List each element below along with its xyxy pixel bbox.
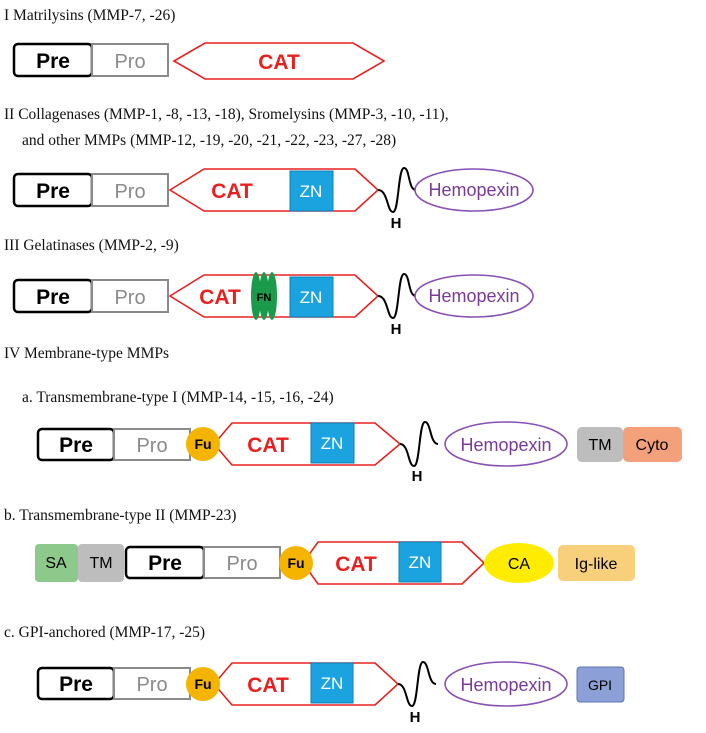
hinge-label: H [391, 321, 402, 338]
pro-domain [91, 43, 169, 77]
zn-label: ZN [300, 288, 323, 307]
pro-domain [203, 546, 281, 579]
zn-label: ZN [321, 434, 344, 453]
hemopexin-label: Hemopexin [460, 435, 551, 455]
pre-label: Pre [59, 434, 93, 457]
hemopexin-domain [414, 168, 534, 212]
pro-label: Pro [114, 181, 145, 203]
zn-domain [310, 422, 355, 464]
heading-gelatinases: III Gelatinases (MMP-2, -9) [4, 237, 179, 254]
pre-label: Pre [148, 552, 182, 575]
ca-domain [484, 543, 554, 583]
pro-label: Pro [114, 51, 145, 73]
cat-label: CAT [335, 553, 377, 576]
zn-label: ZN [409, 553, 432, 572]
tm-domain [577, 427, 623, 462]
fn-domain: FN [251, 272, 277, 320]
fn-repeat [259, 272, 269, 320]
fn-label: FN [257, 292, 272, 304]
ca-label: CA [508, 556, 531, 573]
structure-collagenases: Pre Pro CAT ZN H Hemopexin [12, 166, 534, 232]
pro-label: Pro [226, 553, 257, 575]
heading-transmembrane-2: b. Transmembrane-type II (MMP-23) [4, 507, 236, 524]
pre-label: Pre [36, 50, 70, 73]
tm-label: TM [588, 437, 611, 454]
hinge-region [397, 660, 437, 708]
pro-domain [113, 667, 191, 700]
hemopexin-label: Hemopexin [460, 675, 551, 695]
hinge-region [399, 420, 439, 468]
structure-transmembrane-2: SA TM Pre Pro CAT Fu ZN CA Ig-like [35, 541, 635, 585]
structure-transmembrane-1: Pre Pro CAT Fu ZN H Hemopexin TM Cyto [36, 420, 682, 485]
structure-matrilysins: Pre Pro CAT [12, 42, 386, 80]
tm-label: TM [89, 555, 112, 572]
pro-domain [91, 279, 169, 313]
heading-gpi-anchored: c. GPI-anchored (MMP-17, -25) [4, 624, 205, 641]
cat-domain [172, 42, 386, 80]
cat-label: CAT [247, 434, 289, 457]
pro-domain [91, 173, 169, 207]
zn-domain [289, 170, 334, 212]
cat-label: CAT [258, 51, 300, 74]
pro-label: Pro [136, 674, 167, 696]
furin-domain [186, 667, 220, 701]
hemopexin-domain [414, 274, 534, 318]
hinge-label: H [391, 215, 402, 232]
furin-label: Fu [194, 436, 211, 452]
furin-domain [279, 546, 313, 580]
cat-domain [212, 662, 400, 706]
fn-repeat [251, 272, 261, 320]
structure-gpi-anchored: Pre Pro CAT Fu ZN H Hemopexin GPI [36, 660, 625, 726]
pro-label: Pro [136, 435, 167, 457]
structure-gelatinases: Pre Pro CAT FN ZN H Hemopexin [12, 272, 534, 338]
furin-label: Fu [194, 676, 211, 692]
hinge-region [377, 166, 417, 214]
hinge-label: H [410, 709, 421, 726]
heading-transmembrane-1: a. Transmembrane-type I (MMP-14, -15, -1… [22, 389, 334, 406]
cyto-label: Cyto [636, 437, 669, 454]
gpi-label: GPI [588, 677, 612, 693]
cat-label: CAT [211, 180, 253, 203]
pre-label: Pre [36, 180, 70, 203]
sa-label: SA [45, 555, 67, 572]
pre-label: Pre [36, 286, 70, 309]
heading-matrilysins: I Matrilysins (MMP-7, -26) [4, 7, 175, 24]
tm-domain [78, 544, 124, 582]
hemopexin-domain [444, 421, 568, 467]
hemopexin-label: Hemopexin [428, 180, 519, 200]
zn-domain [310, 662, 354, 704]
pre-label: Pre [59, 673, 93, 696]
zn-label: ZN [321, 674, 344, 693]
sa-domain [35, 544, 78, 582]
cat-label: CAT [247, 674, 289, 697]
hemopexin-label: Hemopexin [428, 286, 519, 306]
hemopexin-domain [444, 661, 568, 707]
furin-domain [186, 427, 220, 461]
zn-label: ZN [300, 182, 323, 201]
heading-collagenases-line1: II Collagenases (MMP-1, -8, -13, -18), S… [4, 106, 449, 123]
cat-domain [168, 168, 380, 212]
cyto-domain [623, 427, 682, 462]
cat-domain [212, 422, 402, 466]
ig-like-label: Ig-like [575, 556, 618, 573]
cat-domain [302, 541, 486, 585]
cat-label: CAT [199, 286, 241, 309]
hinge-label: H [412, 468, 423, 485]
heading-collagenases-line2: and other MMPs (MMP-12, -19, -20, -21, -… [22, 132, 396, 149]
hinge-region [377, 272, 417, 320]
furin-label: Fu [287, 555, 304, 571]
heading-membrane-type: IV Membrane-type MMPs [4, 345, 169, 362]
gpi-domain [576, 666, 625, 703]
fn-repeat [267, 272, 277, 320]
zn-domain [289, 276, 334, 318]
pro-label: Pro [114, 287, 145, 309]
zn-domain [398, 541, 442, 583]
ig-like-domain [558, 545, 635, 581]
